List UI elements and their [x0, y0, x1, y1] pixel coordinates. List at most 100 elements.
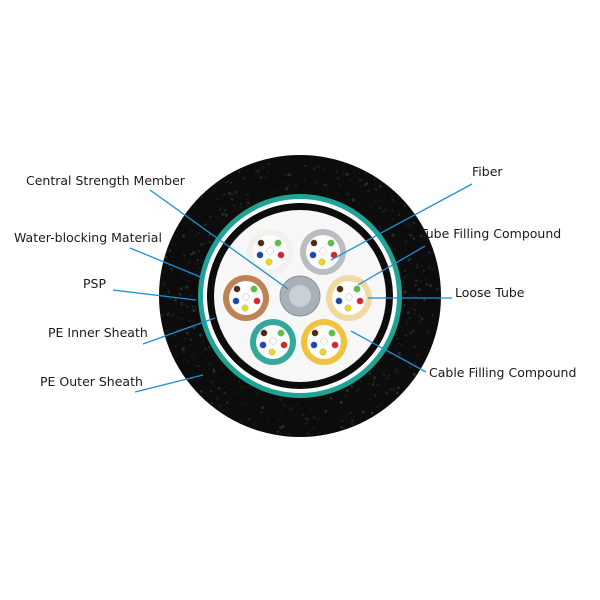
texture-speck — [378, 221, 381, 223]
texture-speck — [374, 394, 377, 397]
texture-speck — [180, 303, 183, 306]
leader-line-water-blocking-material — [129, 247, 204, 279]
texture-speck — [395, 391, 399, 395]
texture-speck — [231, 211, 233, 213]
texture-speck — [318, 183, 320, 185]
texture-speck — [397, 351, 401, 355]
texture-speck — [413, 275, 415, 277]
texture-speck — [281, 425, 285, 428]
texture-speck — [307, 433, 310, 435]
texture-speck — [425, 329, 430, 334]
fiber — [266, 247, 274, 255]
texture-speck — [436, 287, 439, 291]
texture-speck — [371, 383, 375, 386]
texture-speck — [285, 187, 289, 191]
texture-speck — [279, 432, 283, 435]
texture-speck — [350, 384, 354, 388]
texture-speck — [188, 268, 190, 271]
texture-speck — [316, 417, 320, 421]
texture-speck — [199, 333, 203, 337]
texture-speck — [167, 288, 169, 290]
leader-line-pe-inner-sheath — [142, 317, 216, 345]
leader-lines — [112, 183, 473, 393]
texture-speck — [383, 192, 386, 195]
fiber — [345, 293, 353, 301]
texture-speck — [210, 390, 213, 393]
label-loose-tube: Loose Tube — [455, 285, 525, 300]
texture-speck — [345, 172, 349, 176]
texture-speck — [164, 255, 168, 259]
texture-speck — [391, 195, 394, 198]
texture-speck — [318, 410, 321, 412]
texture-speck — [398, 213, 401, 216]
texture-speck — [345, 389, 349, 393]
texture-speck — [302, 414, 304, 416]
texture-speck — [183, 253, 186, 257]
texture-speck — [336, 170, 338, 172]
texture-speck — [220, 368, 223, 371]
label-pe-outer-sheath: PE Outer Sheath — [40, 374, 143, 389]
texture-speck — [188, 319, 192, 323]
texture-speck — [361, 210, 363, 212]
texture-speck — [394, 367, 398, 371]
texture-speck — [288, 173, 292, 177]
texture-speck — [406, 223, 410, 227]
texture-speck — [279, 410, 282, 413]
texture-speck — [383, 369, 385, 371]
texture-speck — [396, 337, 399, 340]
fiber — [331, 341, 339, 349]
texture-speck — [409, 221, 412, 223]
texture-speck — [267, 417, 270, 420]
texture-speck — [396, 386, 400, 390]
texture-speck — [220, 221, 223, 224]
texture-speck — [207, 345, 211, 349]
texture-speck — [424, 262, 426, 264]
texture-speck — [409, 224, 412, 226]
texture-speck — [406, 311, 410, 315]
texture-speck — [326, 193, 330, 197]
fiber — [269, 337, 277, 345]
texture-speck — [282, 403, 286, 407]
texture-speck — [398, 342, 400, 344]
texture-speck — [264, 177, 266, 179]
texture-speck — [208, 368, 211, 371]
fiber — [320, 337, 328, 345]
texture-speck — [287, 186, 289, 188]
texture-speck — [413, 345, 417, 349]
texture-speck — [187, 240, 189, 242]
texture-speck — [204, 348, 207, 351]
texture-speck — [334, 419, 337, 422]
texture-speck — [256, 392, 260, 395]
fiber — [277, 251, 285, 259]
texture-speck — [247, 198, 250, 201]
texture-speck — [186, 360, 189, 363]
texture-speck — [425, 283, 429, 286]
texture-speck — [196, 349, 198, 351]
fiber — [233, 285, 241, 293]
fiber — [257, 239, 265, 247]
texture-speck — [359, 172, 361, 175]
texture-speck — [357, 387, 360, 390]
fiber — [336, 285, 344, 293]
texture-speck — [355, 388, 360, 392]
texture-speck — [397, 218, 399, 220]
texture-speck — [181, 318, 184, 320]
texture-speck — [259, 176, 263, 179]
leader-line-fiber — [330, 183, 473, 261]
texture-speck — [385, 376, 389, 381]
texture-speck — [195, 306, 198, 309]
texture-speck — [372, 380, 375, 384]
texture-speck — [410, 300, 412, 302]
texture-speck — [431, 269, 433, 271]
texture-speck — [294, 184, 298, 188]
texture-speck — [415, 262, 419, 266]
texture-speck — [422, 269, 425, 272]
texture-speck — [218, 404, 222, 408]
texture-speck — [421, 265, 424, 267]
texture-speck — [403, 290, 407, 294]
texture-speck — [406, 321, 410, 325]
label-psp: PSP — [83, 276, 106, 291]
texture-speck — [175, 302, 177, 305]
texture-speck — [358, 177, 360, 179]
texture-speck — [322, 184, 324, 186]
